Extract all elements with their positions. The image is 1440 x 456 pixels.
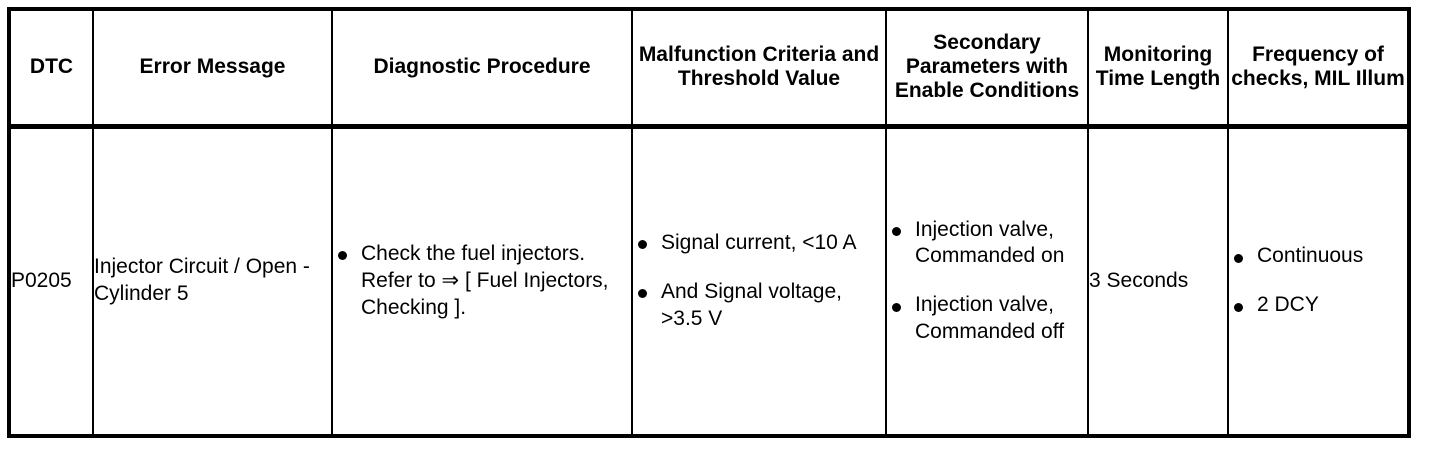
bullet-icon (892, 302, 901, 312)
secondary-parameters-list: Injection valve, Commanded on Injection … (887, 217, 1087, 347)
cell-error-message: Injector Circuit / Open - Cylinder 5 (92, 126, 333, 436)
list-item-text: Injection valve, Commanded off (915, 293, 1065, 344)
list-item: 2 DCY (1229, 292, 1407, 319)
list-item-text: Continuous (1257, 244, 1364, 268)
column-header-dtc: DTC (8, 9, 94, 129)
diagnostic-procedure-list: Check the fuel injectors. Refer to ⇒ [ F… (333, 241, 631, 322)
list-item: Check the fuel injectors. Refer to ⇒ [ F… (333, 241, 631, 322)
table-header: DTC Error Message Diagnostic Procedure M… (8, 9, 1410, 129)
dtc-table-container: DTC Error Message Diagnostic Procedure M… (7, 7, 1411, 438)
bullet-icon (638, 240, 647, 250)
list-item-text: Check the fuel injectors. Refer to ⇒ [ F… (361, 241, 609, 319)
cell-frequency-of-checks: Continuous 2 DCY (1227, 126, 1410, 436)
monitoring-time-length-text: 3 Seconds (1089, 268, 1189, 292)
column-header-frequency-of-checks: Frequency of checks, MIL Illum (1227, 9, 1410, 129)
list-item: Injection valve, Commanded on (887, 217, 1087, 271)
bullet-icon (1234, 253, 1243, 263)
error-message-text: Injector Circuit / Open - Cylinder 5 (94, 255, 310, 306)
column-header-malfunction-criteria: Malfunction Criteria and Threshold Value (631, 9, 887, 129)
cell-malfunction-criteria: Signal current, <10 A And Signal voltage… (631, 126, 887, 436)
list-item-text: And Signal voltage, >3.5 V (661, 279, 842, 330)
cell-secondary-parameters: Injection valve, Commanded on Injection … (885, 126, 1089, 436)
list-item: Signal current, <10 A (633, 230, 885, 257)
table-row: P0205 Injector Circuit / Open - Cylinder… (8, 126, 1410, 436)
malfunction-criteria-list: Signal current, <10 A And Signal voltage… (633, 230, 885, 333)
bullet-icon (638, 289, 647, 299)
list-item: And Signal voltage, >3.5 V (633, 279, 885, 333)
cell-diagnostic-procedure: Check the fuel injectors. Refer to ⇒ [ F… (331, 126, 633, 436)
frequency-of-checks-list: Continuous 2 DCY (1229, 243, 1407, 319)
cell-dtc: P0205 (8, 126, 94, 436)
cell-monitoring-time-length: 3 Seconds (1087, 126, 1229, 436)
header-row: DTC Error Message Diagnostic Procedure M… (8, 9, 1410, 129)
list-item: Injection valve, Commanded off (887, 292, 1087, 346)
table-body: P0205 Injector Circuit / Open - Cylinder… (8, 126, 1410, 436)
column-header-error-message: Error Message (92, 9, 333, 129)
bullet-icon (338, 251, 347, 261)
list-item: Continuous (1229, 243, 1407, 270)
dtc-table: DTC Error Message Diagnostic Procedure M… (7, 7, 1411, 438)
list-item-text: 2 DCY (1257, 293, 1319, 317)
dtc-code: P0205 (11, 268, 72, 292)
bullet-icon (892, 227, 901, 236)
list-item-text: Injection valve, Commanded on (915, 217, 1065, 268)
bullet-icon (1234, 302, 1243, 312)
column-header-diagnostic-procedure: Diagnostic Procedure (331, 9, 633, 129)
column-header-secondary-parameters: Secondary Parameters with Enable Conditi… (885, 9, 1089, 129)
list-item-text: Signal current, <10 A (661, 230, 857, 254)
column-header-monitoring-time-length: Monitoring Time Length (1087, 9, 1229, 129)
